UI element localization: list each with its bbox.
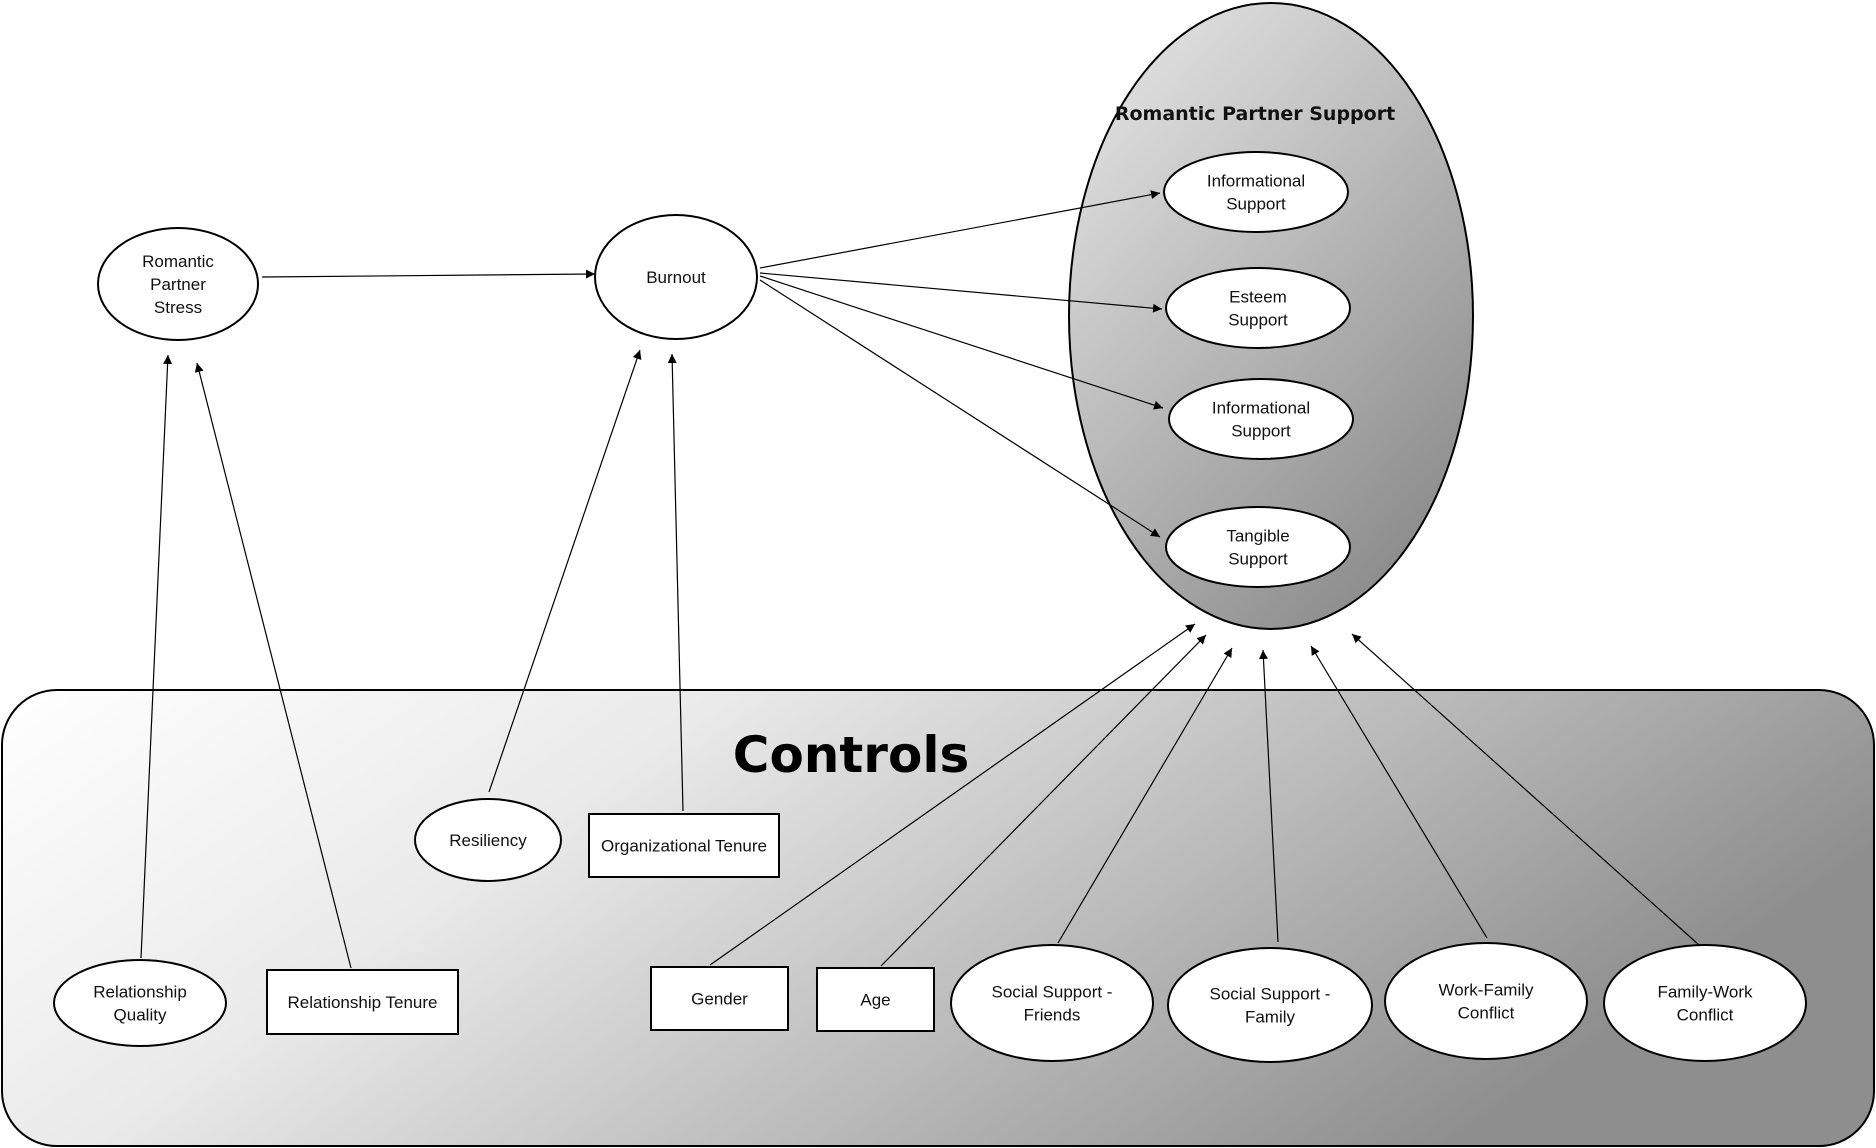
tangible-support-label-line: Support — [1228, 550, 1288, 569]
edge-gender-to-romantic-partner-support — [709, 623, 1196, 966]
informational-support-1-label-line: Support — [1226, 195, 1286, 214]
burnout-label: Burnout — [646, 268, 706, 287]
resiliency-ellipse — [414, 798, 562, 882]
social-support-family-node: Social Support - Family — [1167, 947, 1373, 1063]
social-support-family-ellipse — [1167, 947, 1373, 1063]
social-support-family-label-line: Social Support - — [1210, 985, 1331, 1004]
family-work-conflict-label-line: Family-Work — [1657, 983, 1753, 1002]
edge-relationship-quality-to-romantic-partner-stress — [140, 354, 173, 959]
organizational-tenure-label: Organizational Tenure — [601, 837, 767, 856]
edge-organizational-tenure-to-burnout — [667, 353, 684, 812]
social-support-friends-label-line: Social Support - — [992, 983, 1113, 1002]
relationship-tenure-label: Relationship Tenure — [288, 993, 438, 1012]
burnout-ellipse — [594, 214, 758, 340]
informational-support-2-label-line: Support — [1231, 422, 1291, 441]
romantic-partner-stress-ellipse — [97, 227, 259, 341]
romantic-partner-support-title: Romantic Partner Support — [1115, 103, 1395, 125]
edge-romantic-partner-stress-to-burnout — [261, 269, 596, 279]
work-family-conflict-label-line: Conflict — [1458, 1004, 1515, 1023]
organizational-tenure-node: Organizational Tenure — [588, 813, 780, 878]
resiliency-label-line: Resiliency — [449, 831, 527, 850]
romantic-partner-stress-label-line: Romantic — [142, 252, 214, 271]
edge-burnout-to-esteem-support — [759, 272, 1163, 313]
burnout-label-line: Burnout — [646, 268, 706, 287]
relationship-tenure-node: Relationship Tenure — [266, 969, 459, 1035]
relationship-tenure-box — [266, 969, 459, 1035]
edge-resiliency-to-burnout — [488, 349, 642, 793]
romantic-partner-stress-label-line: Partner — [150, 275, 206, 294]
social-support-friends-label: Social Support - Friends — [992, 983, 1113, 1025]
relationship-quality-label-line: Quality — [114, 1006, 167, 1025]
edge-relationship-tenure-to-romantic-partner-stress — [194, 362, 352, 969]
age-box — [816, 967, 935, 1032]
resiliency-label: Resiliency — [449, 831, 527, 850]
social-support-friends-node: Social Support - Friends — [950, 944, 1154, 1062]
esteem-support-label-line: Esteem — [1229, 288, 1287, 307]
family-work-conflict-ellipse — [1603, 944, 1807, 1062]
age-node: Age — [816, 967, 935, 1032]
social-support-family-label: Social Support - Family — [1210, 985, 1331, 1027]
age-label: Age — [860, 991, 890, 1010]
esteem-support-label-line: Support — [1228, 311, 1288, 330]
edges-layer — [140, 190, 1700, 969]
organizational-tenure-label-line: Organizational Tenure — [601, 837, 767, 856]
edge-burnout-to-informational-support-1 — [759, 190, 1161, 269]
edge-work-family-conflict-to-romantic-partner-support — [1310, 645, 1488, 939]
edge-burnout-to-informational-support-2 — [759, 275, 1164, 410]
work-family-conflict-label-line: Work-Family — [1438, 981, 1534, 1000]
family-work-conflict-label-line: Conflict — [1677, 1006, 1734, 1025]
gender-label: Gender — [691, 990, 748, 1009]
romantic-partner-stress-label-line: Stress — [154, 298, 202, 317]
relationship-quality-label-line: Relationship — [93, 983, 187, 1002]
edge-age-to-romantic-partner-support — [880, 634, 1207, 967]
informational-support-1-ellipse — [1163, 151, 1349, 233]
organizational-tenure-box — [588, 813, 780, 878]
informational-support-1-label-line: Informational — [1207, 172, 1305, 191]
controls-title: Controls — [733, 726, 969, 784]
tangible-support-label-line: Tangible — [1226, 527, 1289, 546]
gender-node: Gender — [650, 966, 789, 1031]
tangible-support-ellipse — [1165, 506, 1351, 588]
burnout-node: Burnout — [594, 214, 758, 340]
informational-support-2-label-line: Informational — [1212, 399, 1310, 418]
relationship-tenure-label-line: Relationship Tenure — [288, 993, 438, 1012]
social-support-friends-ellipse — [950, 944, 1154, 1062]
esteem-support-ellipse — [1165, 267, 1351, 349]
edge-social-support-family-to-romantic-partner-support — [1258, 649, 1279, 943]
edge-burnout-to-tangible-support — [759, 279, 1161, 538]
gender-box — [650, 966, 789, 1031]
informational-support-2-ellipse — [1168, 378, 1354, 460]
gender-label-line: Gender — [691, 990, 748, 1009]
edge-social-support-friends-to-romantic-partner-support — [1057, 647, 1233, 944]
edge-family-work-conflict-to-romantic-partner-support — [1351, 633, 1700, 946]
work-family-conflict-ellipse — [1384, 942, 1588, 1060]
social-support-friends-label-line: Friends — [1024, 1006, 1081, 1025]
resiliency-node: Resiliency — [414, 798, 562, 882]
relationship-quality-ellipse — [53, 959, 227, 1047]
age-label-line: Age — [860, 991, 890, 1010]
social-support-family-label-line: Family — [1245, 1008, 1296, 1027]
